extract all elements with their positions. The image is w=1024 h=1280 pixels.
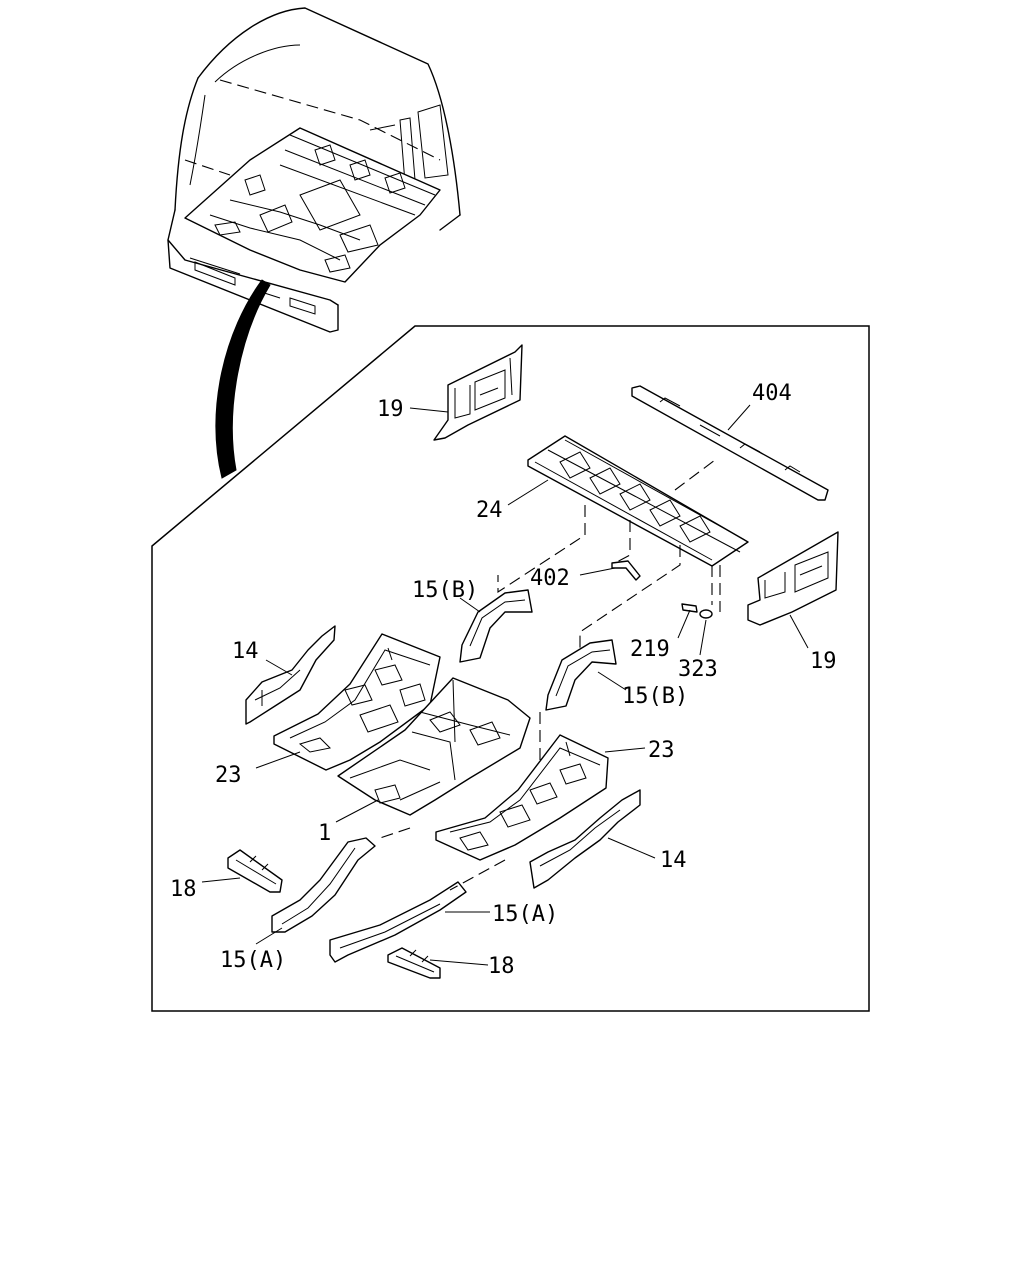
callout-labels: 404 19 24 402 15(B) 219 323 19 14 15(B) … [170,381,837,979]
callout-404: 404 [752,381,792,406]
part-24-crossmember [527,435,749,567]
part-14-right [529,789,641,889]
assembly-lines [379,459,721,891]
callout-15b-right: 15(B) [622,684,688,709]
part-15b-left [459,589,533,663]
callout-323: 323 [678,657,718,682]
callout-23-right: 23 [648,738,675,763]
part-1-center [337,677,531,816]
part-23-right [435,734,609,861]
callout-402: 402 [530,566,570,591]
callout-15a-right: 15(A) [492,902,558,927]
part-402-clip [611,560,641,581]
leader-lines [201,404,809,966]
part-19-top [433,344,523,441]
part-19-right [747,531,839,626]
part-23-left [273,633,441,771]
callout-24: 24 [476,498,503,523]
part-18-left [227,849,283,893]
part-15a-left [271,837,376,933]
detail-frame [151,325,870,1012]
callout-1: 1 [318,821,331,846]
part-404-rail [631,385,829,501]
part-14-left [245,625,336,725]
callout-15b-left: 15(B) [412,578,478,603]
part-15a-right [329,881,467,963]
part-323 [699,609,713,619]
callout-18-left: 18 [170,877,197,902]
callout-18-bottom: 18 [488,954,515,979]
part-18-bottom [387,947,441,979]
callout-14-right: 14 [660,848,687,873]
callout-14-left: 14 [232,639,259,664]
part-219 [681,603,698,613]
callout-23-left: 23 [215,763,242,788]
part-15b-right [545,639,617,711]
leader-swoosh [215,279,271,479]
callout-219: 219 [630,637,670,662]
cab-overview [167,7,461,333]
callout-15a-left: 15(A) [220,948,286,973]
callout-19-right: 19 [810,649,837,674]
callout-19-top: 19 [377,397,404,422]
